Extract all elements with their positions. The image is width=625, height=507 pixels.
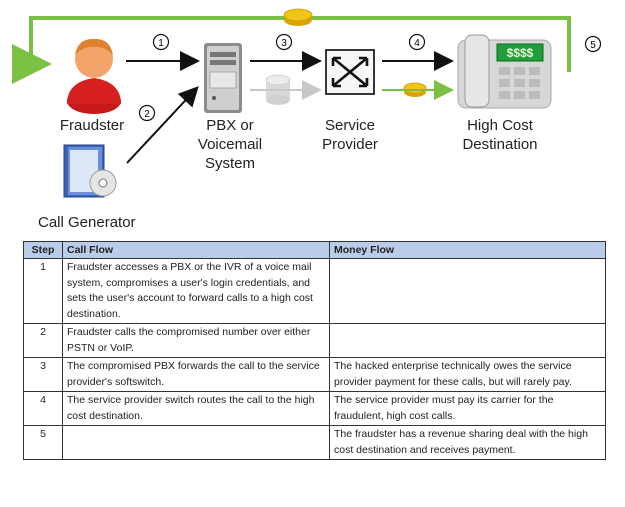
- step-cell: 4: [23, 391, 63, 426]
- phone-icon: $$$$: [457, 34, 552, 109]
- money-return-path: [12, 16, 571, 84]
- coin-icon: [283, 8, 313, 26]
- step-cell: 3: [23, 357, 63, 392]
- step-cell: 1: [23, 258, 63, 324]
- svg-text:5: 5: [590, 40, 596, 51]
- call-flow-cell: The compromised PBX forwards the call to…: [62, 357, 330, 392]
- header-money-flow: Money Flow: [329, 241, 606, 259]
- step-marker-1: 1: [152, 33, 170, 51]
- svg-text:1: 1: [158, 38, 164, 49]
- step-cell: 2: [23, 323, 63, 358]
- step-marker-4: 4: [408, 33, 426, 51]
- table-row: 4 The service provider switch routes the…: [23, 391, 606, 426]
- table-row: 1 Fraudster accesses a PBX or the IVR of…: [23, 258, 606, 324]
- money-flow-cell: [329, 323, 606, 358]
- destination-label: High Cost Destination: [462, 117, 538, 153]
- call-flow-cell: [62, 425, 330, 460]
- step-marker-3: 3: [275, 33, 293, 51]
- call-money-flow-table: Step Call Flow Money Flow 1 Fraudster ac…: [23, 241, 606, 460]
- arrow-step-2: [126, 86, 199, 164]
- call-generator-label: Call Generator: [38, 214, 136, 231]
- header-step: Step: [23, 241, 63, 259]
- pbx-label: PBX or Voicemail System: [197, 117, 263, 172]
- money-flow-cell: The service provider must pay its carrie…: [329, 391, 606, 426]
- call-flow-cell: The service provider switch routes the c…: [62, 391, 330, 426]
- table-header-row: Step Call Flow Money Flow: [23, 241, 606, 259]
- svg-text:4: 4: [414, 38, 420, 49]
- fraud-flow-diagram: $$$$ 1 2 3 4 5: [12, 8, 602, 198]
- fraudster-icon: [67, 38, 121, 114]
- call-generator-icon: [63, 144, 117, 198]
- money-flow-cell: [329, 258, 606, 324]
- fraudster-label: Fraudster: [59, 117, 125, 134]
- switch-icon: [325, 49, 375, 95]
- svg-text:3: 3: [281, 38, 287, 49]
- service-provider-label: Service Provider: [322, 117, 378, 153]
- step-marker-2: 2: [138, 104, 156, 122]
- money-flow-cell: The hacked enterprise technically owes t…: [329, 357, 606, 392]
- pbx-server-icon: [204, 43, 242, 113]
- table-row: 3 The compromised PBX forwards the call …: [23, 357, 606, 392]
- phone-display-text: $$$$: [507, 46, 534, 60]
- call-flow-cell: Fraudster calls the compromised number o…: [62, 323, 330, 358]
- step-marker-5: 5: [584, 35, 602, 53]
- money-flow-cell: The fraudster has a revenue sharing deal…: [329, 425, 606, 460]
- header-call-flow: Call Flow: [62, 241, 330, 259]
- svg-text:2: 2: [144, 109, 150, 120]
- table-row: 2 Fraudster calls the compromised number…: [23, 323, 606, 358]
- table-row: 5 The fraudster has a revenue sharing de…: [23, 425, 606, 460]
- call-flow-cell: Fraudster accesses a PBX or the IVR of a…: [62, 258, 330, 324]
- step-cell: 5: [23, 425, 63, 460]
